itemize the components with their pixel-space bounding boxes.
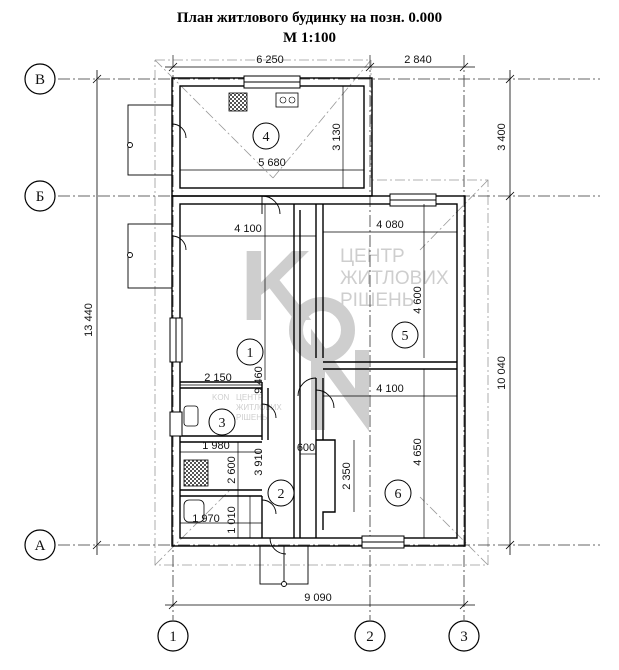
entrances — [127, 104, 309, 587]
dim-r5-height: 4 600 — [412, 286, 424, 314]
axis-marker-row-b: Б — [24, 180, 56, 212]
dim-r1-height: 9 460 — [253, 366, 265, 394]
dim-right-lower: 10 040 — [496, 356, 508, 390]
room-marker-4: 4 — [252, 122, 280, 150]
svg-text:4: 4 — [263, 130, 270, 145]
watermark-small2: ЖИТЛОВИХ — [236, 403, 282, 412]
watermark-line3: РІШЕНЬ — [340, 290, 414, 311]
room-marker-5: 5 — [391, 321, 419, 349]
room-marker-1: 1 — [236, 338, 264, 366]
dim-r4-width: 5 680 — [258, 157, 286, 169]
plan-title: План житлового будинку на позн. 0.000 — [176, 10, 443, 26]
watermark-small3: РІШЕНЬ — [236, 413, 267, 422]
watermark-small-logo: KON — [212, 393, 230, 402]
dim-r3-height: 2 600 — [226, 456, 238, 484]
room-marker-6: 6 — [384, 479, 412, 507]
svg-text:Б: Б — [36, 189, 45, 205]
dim-niche-height: 2 350 — [341, 462, 353, 490]
dim-corridor-height: 3 910 — [253, 448, 265, 476]
svg-text:1: 1 — [247, 346, 254, 361]
inner-dimension-lines — [180, 86, 457, 538]
svg-text:В: В — [35, 72, 45, 88]
room-marker-2: 2 — [267, 479, 295, 507]
dim-r5-width: 4 080 — [376, 219, 404, 231]
dim-top-left: 6 250 — [256, 54, 284, 66]
watermark-line2: ЖИТЛОВИХ — [340, 268, 449, 289]
axis-marker-col-1: 1 — [157, 620, 189, 652]
dim-r6-width: 4 100 — [376, 383, 404, 395]
axis-marker-row-v: В — [24, 63, 56, 95]
plan-scale: М 1:100 — [283, 30, 336, 46]
walls — [171, 77, 466, 547]
svg-text:5: 5 — [402, 329, 409, 344]
dim-left-total: 13 440 — [83, 303, 95, 337]
dim-bottom-total: 9 090 — [304, 592, 332, 604]
svg-text:А: А — [35, 538, 46, 554]
toilet-icon — [183, 499, 205, 523]
dim-r6-height: 4 650 — [412, 438, 424, 466]
dim-r3-inner: 1 980 — [202, 440, 230, 452]
windows — [169, 75, 437, 549]
kitchen-fixtures — [228, 92, 299, 112]
room-marker-3: 3 — [208, 408, 236, 436]
svg-text:1: 1 — [169, 629, 177, 645]
outer-dimension-lines — [92, 62, 515, 610]
stove-icon — [228, 92, 248, 112]
dim-wc-height: 1 010 — [226, 506, 238, 534]
sink-icon — [275, 92, 299, 108]
svg-text:2: 2 — [366, 629, 374, 645]
shower-tray-icon — [183, 459, 209, 487]
svg-text:3: 3 — [219, 416, 226, 431]
dim-r4-height: 3 130 — [331, 123, 343, 151]
svg-text:3: 3 — [460, 629, 468, 645]
dim-r3-width: 2 150 — [204, 372, 232, 384]
svg-text:6: 6 — [395, 487, 402, 502]
roof-outline — [154, 59, 489, 566]
washbasin-icon — [183, 405, 199, 427]
dim-top-right: 2 840 — [404, 54, 432, 66]
dim-wc-width: 1 970 — [192, 513, 220, 525]
axis-marker-col-3: 3 — [448, 620, 480, 652]
bath-fixtures — [183, 405, 209, 523]
watermark-small1: ЦЕНТР — [236, 393, 263, 402]
dim-right-upper: 3 400 — [496, 123, 508, 151]
watermark-line1: ЦЕНТР — [340, 246, 405, 267]
svg-text:2: 2 — [278, 487, 285, 502]
axis-marker-col-2: 2 — [354, 620, 386, 652]
dim-niche-width: 600 — [297, 442, 315, 454]
axis-lines — [58, 55, 600, 620]
dim-r1-width: 4 100 — [234, 223, 262, 235]
axis-marker-row-a: А — [24, 529, 56, 561]
